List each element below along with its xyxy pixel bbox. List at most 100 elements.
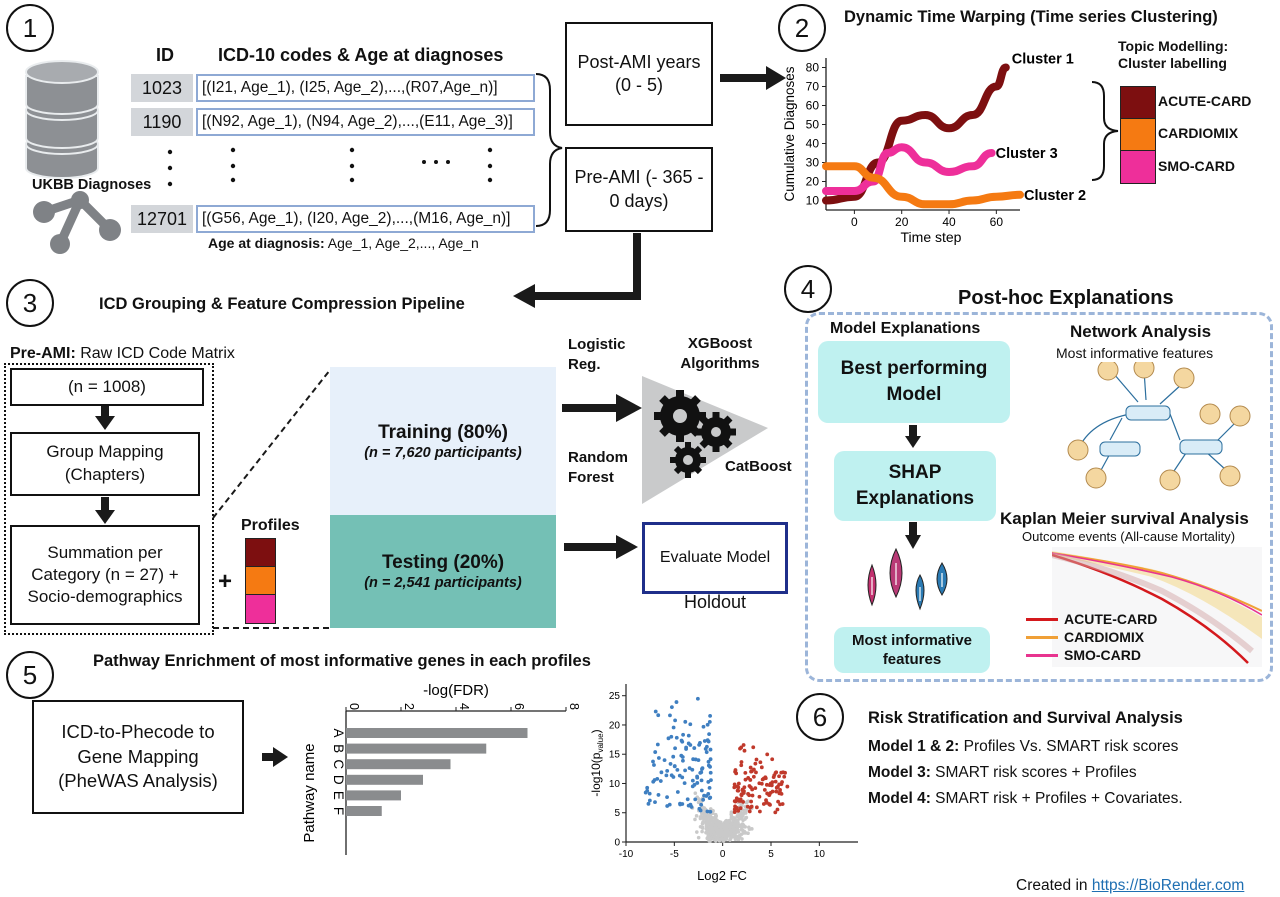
smo-card-swatch [1120,150,1156,184]
point-down [691,757,696,762]
point-down [672,764,677,768]
pre-ami-box: Pre-AMI (- 365 - 0 days) [565,147,713,232]
volcano-x-axis-label: Log2 FC [697,868,747,883]
series-label: Cluster 1 [1012,52,1074,68]
point-ns [723,838,727,842]
model-bold: Model 4: [868,790,931,807]
point-ns [746,799,751,804]
bar-category-label: F [331,807,346,815]
point-down [708,713,713,718]
point-down [655,742,660,747]
point-down [675,767,680,772]
logistic-label: Logistic Reg. [568,336,626,374]
volcano-y-tick-label: 0 [614,838,620,849]
smo-card-label: SMO-CARD [1158,158,1235,174]
point-up [743,777,748,782]
point-down [653,750,658,754]
model-row-2: Model 3: SMART risk scores + Profiles [868,764,1137,782]
point-down [653,800,657,805]
point-up [740,788,745,793]
pipeline-dotted-frame [4,363,214,635]
x-tick-label: 60 [990,215,1004,229]
step-summation: Summation per Category (n = 27) + Socio-… [10,525,200,625]
point-up [739,745,744,750]
point-down [666,736,671,741]
point-ns [740,825,745,829]
point-down [693,797,698,802]
series-line [822,63,1010,205]
point-down [658,779,663,783]
point-ns [715,830,720,835]
cardiomix-label: CARDIOMIX [1158,125,1239,141]
point-down [701,797,706,802]
point-down [698,770,703,775]
point-down [681,732,685,737]
y-tick-label: 20 [806,175,820,189]
point-down [700,766,705,771]
id-header: ID [156,45,174,65]
y-tick-label: 40 [806,137,820,151]
point-ns [740,822,745,826]
point-down [704,744,709,749]
point-down [662,758,667,763]
point-down [688,802,693,807]
y-tick-label: 70 [806,80,820,94]
point-down [678,802,683,807]
bar-category-label: D [331,775,346,785]
biorender-link[interactable]: https://BioRender.com [1091,877,1245,894]
point-ns [740,837,744,841]
km-legend: ACUTE-CARD CARDIOMIX SMO-CARD [1026,611,1157,663]
point-down [708,770,713,775]
point-up [733,768,738,772]
series-line [822,162,1024,209]
point-ns [700,825,705,830]
posthoc-title: Post-hoc Explanations [958,287,1174,309]
point-up [785,784,790,789]
footer-text: Created in [1016,877,1092,894]
point-up [775,807,780,812]
point-down [695,775,700,780]
point-ns [713,823,718,827]
point-down [673,718,678,723]
bar-x-tick-label: 8 [567,703,581,710]
training-n: (n = 7,620 participants) [364,445,522,461]
catboost-label: CatBoost [725,458,792,475]
bar [346,759,451,770]
volcano-y-tick-label: 20 [609,720,621,731]
point-down [706,792,711,796]
point-down [702,739,707,743]
network-title: Network Analysis [1070,322,1212,341]
age-label-bold: Age at diagnosis: [208,235,325,251]
violin-plot-icon [867,547,948,611]
point-down [652,763,656,767]
point-down [708,757,713,762]
point-down [679,738,684,743]
point-ns [717,838,722,843]
point-ns [745,807,749,812]
point-ns [743,825,747,829]
model-bold: Model 1 & 2: [868,738,960,755]
point-down [699,778,704,783]
point-down [701,724,706,729]
point-up [751,774,756,779]
point-down [683,719,688,724]
point-up [760,777,765,782]
bar-y-axis-label: Pathway name [301,743,318,842]
point-down [665,795,669,800]
pre-ami-bold: Pre-AMI: [10,345,76,362]
point-down [708,795,713,800]
point-up [739,763,744,768]
panel-number-2: 2 [778,4,826,52]
point-down [656,793,661,797]
panel-number-4: 4 [784,265,832,313]
bar-category-label: B [331,744,346,753]
shap-box: SHAP Explanations [834,451,996,521]
point-up [774,785,779,790]
y-tick-label: 80 [806,61,820,75]
point-down [709,778,713,783]
km-legend-cardiomix: CARDIOMIX [1026,629,1157,645]
bar [346,728,528,738]
point-ns [714,835,718,840]
model-row-3: Model 4: SMART risk + Profiles + Covaria… [868,790,1183,808]
row-codes: [(N92, Age_1), (N94, Age_2),...,(E11, Ag… [196,108,535,136]
